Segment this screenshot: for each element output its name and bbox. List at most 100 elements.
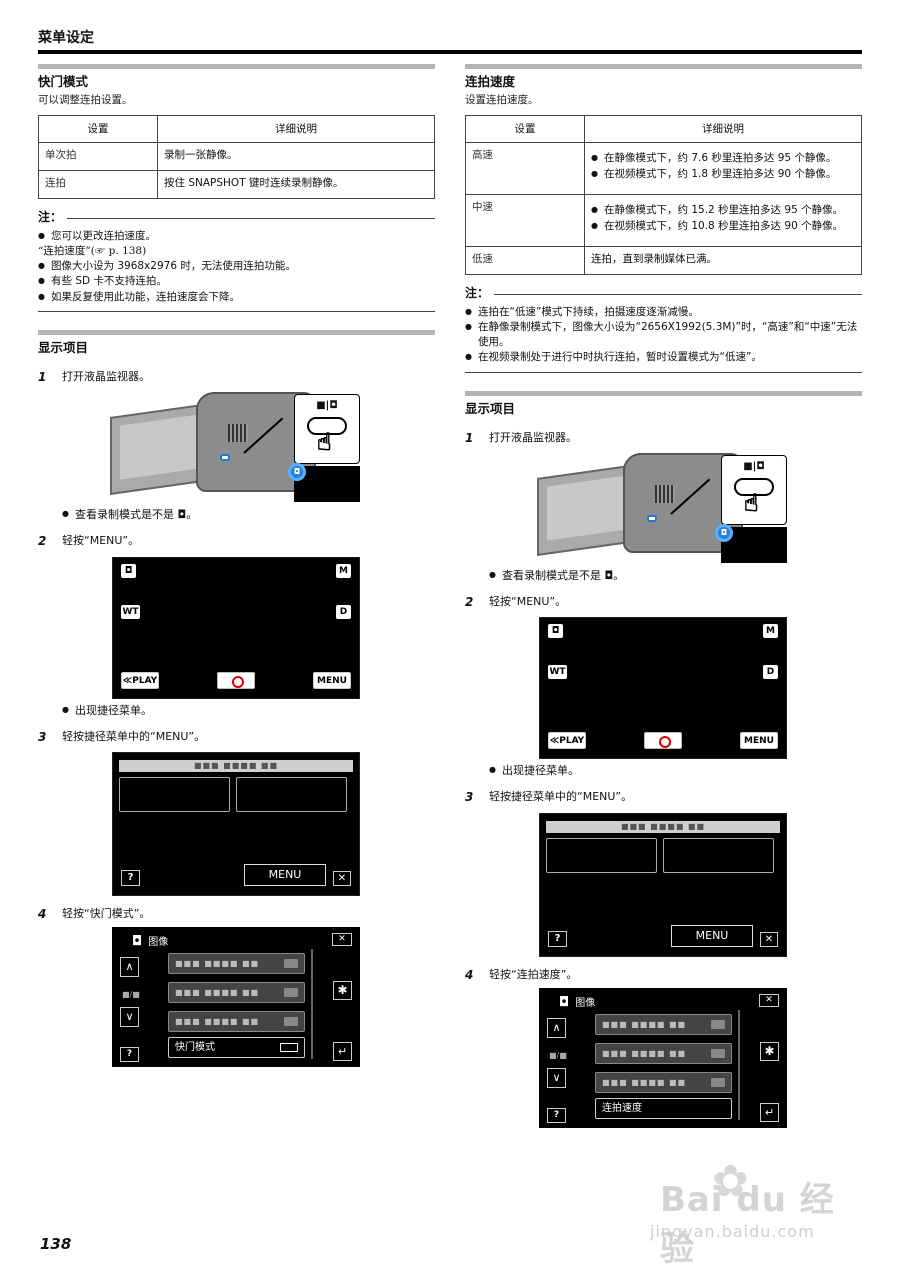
m-button[interactable]: M	[763, 624, 778, 639]
back-icon[interactable]: ↵	[333, 1042, 352, 1062]
watermark-url: jingyan.baidu.com	[650, 1222, 815, 1241]
menu-item[interactable]: ■■■ ■■■■ ■■	[168, 953, 305, 975]
section-title-burst-speed: 连拍速度	[465, 74, 516, 89]
mode-label: ■|◘	[316, 400, 338, 412]
camera-mode-icon: ◘	[288, 463, 306, 482]
close-icon[interactable]: ✕	[333, 871, 351, 886]
camera-mode-icon: ◘	[715, 524, 733, 543]
close-icon[interactable]: ✕	[332, 933, 352, 947]
table-cell-detail: 在静像模式下，约 15.2 秒里连拍多达 95 个静像。	[591, 203, 855, 218]
note-link[interactable]: “连拍速度”(☞ p. 138)	[38, 244, 147, 257]
table-cell-setting: 高速	[465, 142, 585, 196]
close-icon[interactable]: ✕	[760, 931, 778, 947]
quick-menu-bar: ■■■ ■■■■ ■■	[119, 760, 353, 772]
quick-menu-slot[interactable]	[663, 837, 774, 873]
menu-item-burst-speed[interactable]: 连拍速度	[595, 1098, 732, 1120]
table-header-setting: 设置	[38, 115, 158, 144]
camera-icon: ◘	[132, 934, 143, 950]
record-button[interactable]	[217, 671, 255, 689]
table-header-detail: 详细说明	[584, 115, 862, 144]
gear-icon[interactable]: ✱	[760, 1042, 779, 1062]
note-item: 在视频录制处于进行中时执行连拍，暂时设置模式为“低速”。	[465, 350, 862, 365]
table-row: 连拍 按住 SNAPSHOT 键时连续录制静像。	[38, 170, 435, 200]
help-button[interactable]: ?	[547, 1108, 566, 1124]
scroll-up-icon[interactable]: ∧	[120, 957, 139, 978]
watermark-brand: Bai du 经验	[660, 1180, 835, 1270]
camera-icon[interactable]: ◘	[548, 624, 563, 639]
scrollbar[interactable]	[311, 949, 313, 1060]
recording-screen: ◘ M WT D ≪PLAY MENU	[539, 617, 787, 760]
menu-item-shutter-mode[interactable]: 快门模式	[168, 1037, 305, 1059]
note-box: 注： 您可以更改连拍速度。 “连拍速度”(☞ p. 138) 图像大小设为 39…	[38, 209, 435, 312]
m-button[interactable]: M	[336, 563, 351, 578]
help-button[interactable]: ?	[548, 930, 567, 947]
step-sub: 查看录制模式是不是 ◘。	[62, 507, 435, 523]
watermark: ✿ Bai du 经验 jingyan.baidu.com	[620, 1150, 860, 1269]
step-2: 2 轻按“MENU”。	[465, 594, 862, 611]
left-column: 快门模式 可以调整连拍设置。 设置详细说明 单次拍 录制一张静像。 连拍 按住 …	[38, 64, 435, 1068]
mode-popup: ■|◘ ☝	[294, 394, 360, 465]
scroll-down-icon[interactable]: ∨	[120, 1007, 139, 1028]
note-title: 注：	[465, 285, 862, 302]
play-button[interactable]: ≪PLAY	[548, 732, 586, 750]
step-1: 1 打开液晶监视器。	[38, 369, 435, 386]
menu-item[interactable]: ■■■ ■■■■ ■■	[595, 1043, 732, 1065]
menu-item[interactable]: ■■■ ■■■■ ■■	[168, 1011, 305, 1033]
camera-illustration: ■|◘ ☝ ◘	[537, 453, 787, 568]
note-item: 在静像录制模式下，图像大小设为“2656X1992(5.3M)”时，“高速”和“…	[465, 320, 862, 350]
back-icon[interactable]: ↵	[760, 1103, 779, 1123]
help-button[interactable]: ?	[120, 1047, 139, 1063]
step-number: 3	[465, 790, 474, 805]
menu-title: ◘图像	[559, 994, 595, 1013]
menu-item[interactable]: ■■■ ■■■■ ■■	[595, 1014, 732, 1036]
menu-title: ◘图像	[132, 933, 168, 952]
table-cell-detail: 按住 SNAPSHOT 键时连续录制静像。	[157, 170, 435, 200]
scroll-up-icon[interactable]: ∧	[547, 1018, 566, 1039]
table-cell-detail: 连拍，直到录制媒体已满。	[584, 246, 862, 276]
step-number: 3	[38, 729, 47, 744]
quick-menu-menu-button[interactable]: MENU	[671, 924, 753, 947]
mode-button	[220, 454, 230, 462]
quick-menu-slot[interactable]	[236, 777, 347, 812]
menu-item[interactable]: ■■■ ■■■■ ■■	[168, 982, 305, 1004]
play-button[interactable]: ≪PLAY	[121, 671, 159, 689]
d-button[interactable]: D	[336, 604, 351, 619]
table-row: 低速 连拍，直到录制媒体已满。	[465, 246, 862, 276]
help-button[interactable]: ?	[121, 870, 140, 886]
scroll-down-icon[interactable]: ∨	[547, 1068, 566, 1089]
menu-button[interactable]: MENU	[313, 671, 351, 689]
scrollbar[interactable]	[738, 1010, 740, 1121]
d-button[interactable]: D	[763, 665, 778, 680]
note-item: 您可以更改连拍速度。	[38, 229, 435, 244]
step-1: 1 打开液晶监视器。	[465, 430, 862, 447]
table-row: 单次拍 录制一张静像。	[38, 142, 435, 172]
step-2: 2 轻按“MENU”。	[38, 533, 435, 550]
gear-icon[interactable]: ✱	[333, 981, 352, 1001]
table-cell-detail: 在视频模式下，约 1.8 秒里连拍多达 90 个静像。	[591, 167, 855, 182]
step-4: 4 轻按“快门模式”。	[38, 906, 435, 923]
quick-menu-slot[interactable]	[546, 837, 657, 873]
section-title-display: 显示项目	[465, 400, 516, 416]
step-text: 轻按“MENU”。	[489, 595, 567, 609]
step-3: 3 轻按捷径菜单中的“MENU”。	[465, 789, 862, 806]
quick-menu-slot[interactable]	[119, 777, 230, 812]
wt-button[interactable]: WT	[121, 604, 140, 619]
table-row: 中速 在静像模式下，约 15.2 秒里连拍多达 95 个静像。 在视频模式下，约…	[465, 194, 862, 248]
quick-menu-menu-button[interactable]: MENU	[244, 864, 326, 886]
record-button[interactable]	[644, 732, 682, 750]
step-number: 1	[465, 430, 474, 445]
camera-icon[interactable]: ◘	[121, 563, 136, 578]
step-text: 轻按“连拍速度”。	[489, 967, 578, 981]
table-cell-setting: 连拍	[38, 170, 158, 200]
close-icon[interactable]: ✕	[759, 994, 779, 1008]
table-cell-setting: 单次拍	[38, 142, 158, 172]
menu-item[interactable]: ■■■ ■■■■ ■■	[595, 1072, 732, 1094]
step-sub: 出现捷径菜单。	[489, 763, 862, 779]
table-cell-setting: 中速	[465, 194, 585, 248]
step-number: 1	[38, 369, 47, 384]
menu-button[interactable]: MENU	[740, 732, 778, 750]
section-bar	[465, 64, 862, 69]
step-text: 轻按“MENU”。	[62, 534, 140, 548]
wt-button[interactable]: WT	[548, 665, 567, 680]
